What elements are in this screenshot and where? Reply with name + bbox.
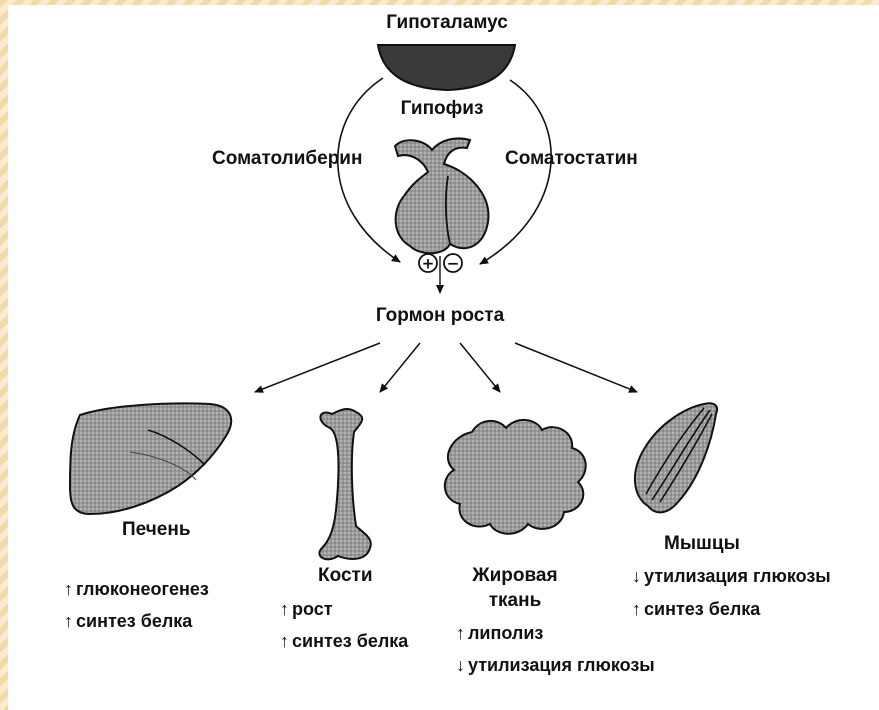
somatoliberin-label: Соматолиберин (212, 148, 362, 170)
bones-effect-1: ↑рост (280, 598, 333, 620)
up-arrow-icon: ↑ (280, 630, 292, 652)
bones-label: Кости (318, 565, 373, 587)
up-arrow-icon: ↑ (280, 598, 292, 620)
muscles-effect-1: ↓утилизация глюкозы (632, 565, 831, 587)
fat-tissue-shape (445, 420, 586, 534)
up-arrow-icon: ↑ (64, 578, 76, 600)
fat-effect-2: ↓утилизация глюкозы (456, 654, 655, 676)
arrow-to-muscles (515, 343, 637, 392)
down-arrow-icon: ↓ (456, 654, 468, 676)
fat-label-line2: ткань (450, 590, 580, 612)
muscles-effect-2: ↑синтез белка (632, 598, 760, 620)
minus-sign: − (447, 255, 460, 273)
fat-effect-1: ↑липолиз (456, 622, 543, 644)
up-arrow-icon: ↑ (456, 622, 468, 644)
down-arrow-icon: ↓ (632, 565, 644, 587)
hypothalamus-shape (378, 45, 515, 90)
pituitary-shape (395, 138, 488, 253)
hypothalamus-label: Гипоталамус (372, 12, 522, 34)
liver-effect-1: ↑глюконеогенез (64, 578, 209, 600)
bones-effect-2: ↑синтез белка (280, 630, 408, 652)
fat-label-line1: Жировая (450, 565, 580, 587)
up-arrow-icon: ↑ (64, 610, 76, 632)
up-arrow-icon: ↑ (632, 598, 644, 620)
bone-shape (319, 409, 370, 559)
pituitary-label: Гипофиз (382, 98, 502, 120)
growth-hormone-label: Гормон роста (355, 305, 525, 327)
liver-shape (70, 403, 231, 514)
liver-label: Печень (122, 519, 191, 541)
arrow-to-fat (460, 343, 500, 392)
muscle-shape (635, 403, 717, 512)
arrow-to-liver (255, 343, 380, 392)
muscles-label: Мышцы (664, 533, 740, 555)
liver-effect-2: ↑синтез белка (64, 610, 192, 632)
somatostatin-label: Соматостатин (505, 148, 638, 170)
arrow-to-bones (380, 343, 420, 392)
plus-sign: + (422, 255, 435, 273)
